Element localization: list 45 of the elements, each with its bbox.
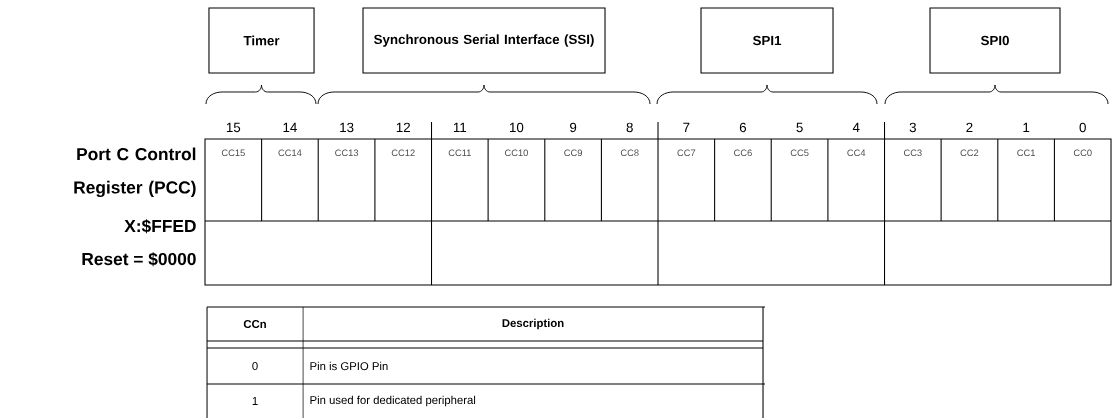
bit-name: CC8 [620,149,639,157]
reset-value: Reset = $0000 [82,252,196,267]
peripheral-box: SPI1 [700,7,834,74]
bit-name: CC10 [504,149,528,157]
bit-name: CC4 [847,149,866,157]
bit-number: 5 [796,122,803,133]
bit-number: 14 [283,122,297,132]
bit-name: CC5 [790,149,809,157]
bit-number: 8 [626,122,633,133]
bit-name: CC15 [221,149,245,157]
bit-number: 4 [852,122,860,132]
bit-number: 11 [453,122,467,132]
table-cell: Pin used for dedicated peripheral [310,395,476,407]
table-cell: CCn [243,320,266,328]
bit-number: 7 [683,122,690,132]
table-cell: 1 [252,397,258,405]
bit-name: CC14 [278,149,302,157]
bit-number: 3 [909,122,916,133]
bit-name: CC7 [677,149,696,157]
bit-number: 13 [340,122,354,133]
peripheral-box: SPI0 [929,7,1061,74]
bit-number: 10 [510,122,524,133]
bit-name: CC0 [1073,149,1092,157]
bit-name: CC12 [391,149,415,157]
table-cell: Description [502,318,564,330]
bit-number: 0 [1079,122,1086,133]
bit-number: 6 [739,122,747,133]
table-cell: 0 [252,362,258,370]
bit-name: CC11 [448,149,471,157]
bit-number: 12 [396,122,410,132]
bit-number: 1 [1023,122,1030,132]
register-name: Port C Control Register (PCC) [74,147,196,198]
bit-name: CC3 [903,149,922,157]
peripheral-box: Synchronous Serial Interface (SSI) [362,7,606,74]
peripheral-box: Timer [208,7,315,74]
bit-name: CC13 [335,149,359,157]
bit-number: 9 [570,122,577,133]
bit-number: 15 [226,122,241,133]
register-address: X:$FFED [124,219,196,234]
bit-number: 2 [966,122,973,132]
table-cell: Pin is GPIO Pin [310,361,388,371]
bit-name: CC6 [734,149,752,157]
bit-name: CC1 [1017,149,1035,157]
bit-name: CC9 [564,149,582,157]
bit-name: CC2 [960,149,979,157]
